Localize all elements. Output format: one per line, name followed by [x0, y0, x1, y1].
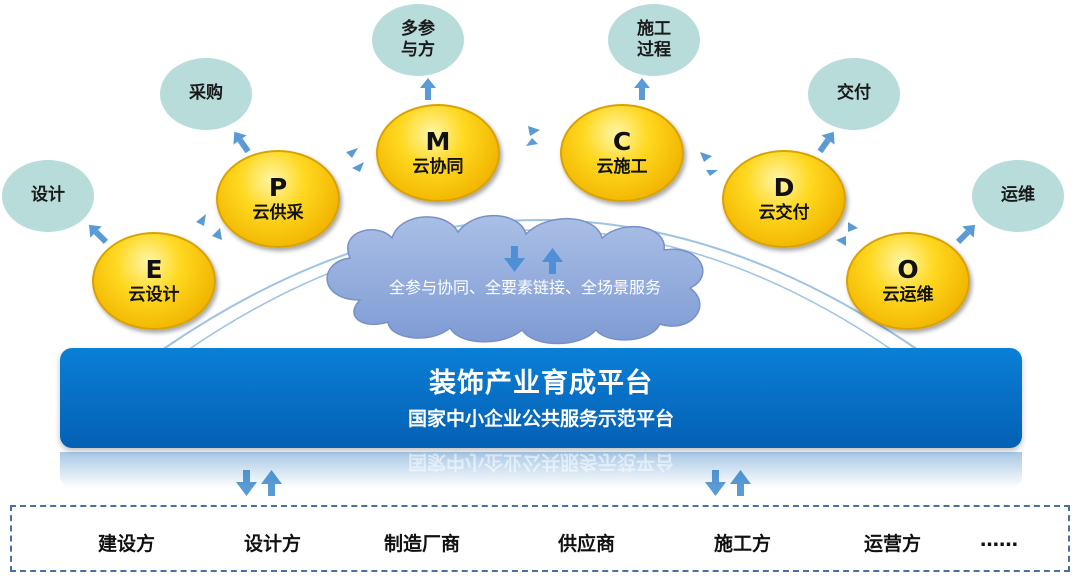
outer-item-design: 设计: [2, 160, 94, 232]
stakeholder-item: ……: [980, 529, 1018, 551]
outer-item-delivery: 交付: [808, 58, 900, 130]
outer-item-operation: 运维: [972, 160, 1064, 232]
outer-item-label: 交付: [837, 83, 871, 104]
dome-arc-outer: [161, 219, 919, 351]
platform-subtitle: 国家中小企业公共服务示范平台: [407, 408, 674, 430]
stage-letter: P: [268, 173, 288, 203]
outer-arrows: [88, 78, 976, 245]
outer-item-label: 运维: [1001, 185, 1035, 206]
stakeholder-item: 建设方: [98, 533, 156, 555]
outer-item-procurement: 采购: [160, 58, 252, 130]
stage-label: 云施工: [596, 156, 648, 177]
stage-letter: C: [612, 127, 632, 157]
stakeholder-item: 供应商: [558, 533, 616, 555]
stage-e-design: E 云设计: [92, 232, 216, 330]
stage-letter: D: [773, 173, 795, 203]
outer-item-label: 采购: [189, 83, 223, 104]
stage-letter: E: [145, 255, 163, 285]
stage-label: 云供采: [252, 202, 304, 223]
stage-m-collaboration: M 云协同: [376, 104, 500, 202]
stakeholder-item: 设计方: [244, 533, 302, 555]
stakeholders-box: 建设方 设计方 制造厂商 供应商 施工方 运营方 ……: [10, 505, 1070, 572]
stakeholder-item: 制造厂商: [384, 533, 461, 555]
outer-item-construction: 施工 过程: [608, 4, 700, 76]
stage-o-operation: O 云运维: [846, 232, 970, 330]
stage-letter: M: [425, 127, 451, 157]
stakeholder-item: 施工方: [714, 533, 772, 555]
outer-item-label: 多参 与方: [401, 18, 435, 60]
cloud-shape: [326, 215, 704, 345]
link-arrows: [196, 126, 858, 246]
stage-label: 云设计: [128, 284, 180, 305]
stage-label: 云协同: [412, 156, 464, 177]
bottom-arrows: [236, 470, 751, 496]
outer-item-label: 设计: [31, 185, 65, 206]
stage-c-construction: C 云施工: [560, 104, 684, 202]
platform-title: 装饰产业育成平台: [429, 368, 653, 399]
cloud-arrows: [504, 246, 563, 274]
outer-item-participants: 多参 与方: [372, 4, 464, 76]
outer-item-label: 施工 过程: [637, 18, 671, 60]
stage-letter: O: [897, 255, 919, 285]
cloud-label: 全参与协同、全要素链接、全场景服务: [388, 278, 661, 297]
stage-label: 云交付: [758, 202, 810, 223]
stakeholder-item: 运营方: [864, 533, 922, 555]
stage-label: 云运维: [882, 284, 934, 305]
platform-bar: 装饰产业育成平台 国家中小企业公共服务示范平台: [60, 348, 1022, 448]
platform-reflection: 国家中小企业公共服务示范平台: [60, 452, 1022, 488]
stage-d-delivery: D 云交付: [722, 150, 846, 248]
reflection-text: 国家中小企业公共服务示范平台: [407, 452, 674, 473]
stage-p-procurement: P 云供采: [216, 150, 340, 248]
